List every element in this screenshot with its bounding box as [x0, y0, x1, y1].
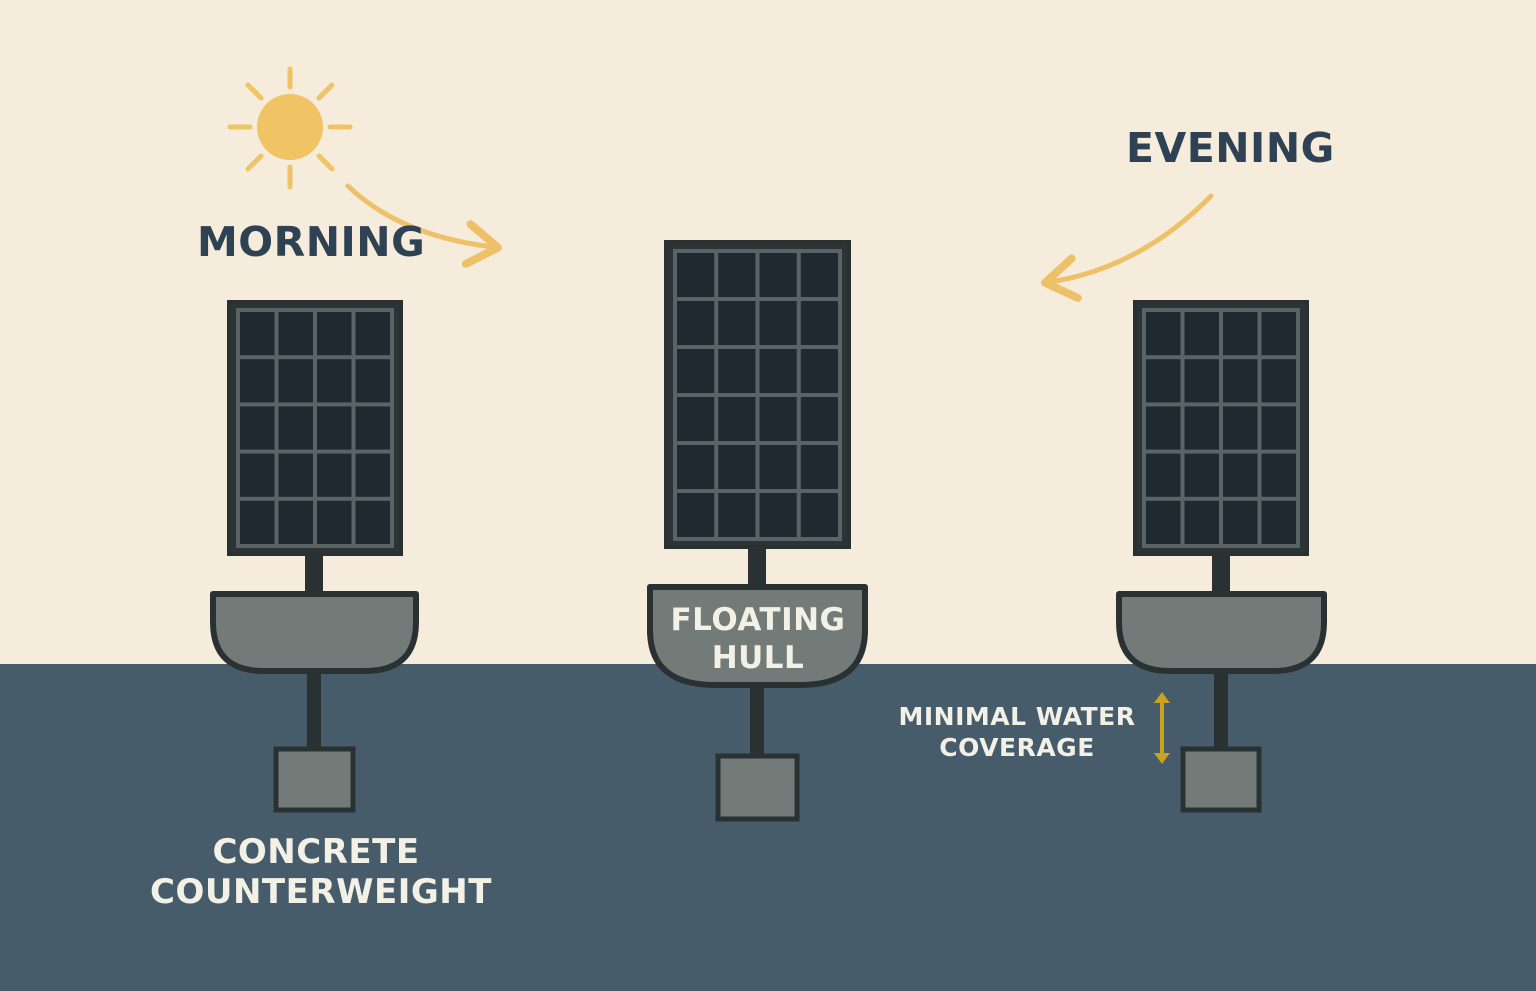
solar-cell: [317, 453, 352, 497]
solar-cell: [1184, 500, 1219, 544]
solar-cell: [1146, 359, 1181, 403]
solar-cell: [1223, 453, 1258, 497]
solar-cell: [355, 312, 390, 356]
evening-label: EVENING: [1126, 124, 1335, 172]
solar-cell: [278, 312, 313, 356]
minimal-water-coverage-label: MINIMAL WATER COVERAGE: [893, 701, 1141, 763]
solar-cell: [677, 445, 715, 489]
solar-cell: [800, 301, 838, 345]
solar-cell: [1261, 406, 1296, 450]
solar-cell: [1223, 406, 1258, 450]
solar-cell: [1184, 406, 1219, 450]
solar-cell: [800, 493, 838, 537]
solar-panel: [664, 240, 851, 549]
solar-cell: [800, 253, 838, 297]
double-arrow-vertical-icon: [1154, 692, 1170, 764]
solar-cell: [1223, 359, 1258, 403]
solar-cell: [240, 500, 275, 544]
solar-cell: [1223, 500, 1258, 544]
float-hull: [210, 591, 419, 674]
solar-cell: [759, 349, 797, 393]
floating-hull-label-line1: FLOATING: [670, 602, 846, 638]
solar-cell: [317, 406, 352, 450]
solar-cell: [1223, 312, 1258, 356]
solar-cell: [1184, 359, 1219, 403]
concrete-counterweight-block: [1180, 746, 1262, 813]
solar-unit-left: [210, 300, 419, 813]
solar-unit-center: [647, 240, 868, 822]
solar-cell: [718, 493, 756, 537]
morning-label: MORNING: [197, 218, 426, 266]
solar-cell: [677, 301, 715, 345]
solar-cell: [1146, 312, 1181, 356]
solar-cell: [800, 397, 838, 441]
panel-mast: [748, 545, 766, 589]
solar-cell: [759, 445, 797, 489]
concrete-counterweight-block: [273, 746, 356, 813]
concrete-counterweight-block: [715, 753, 800, 822]
solar-cell: [718, 253, 756, 297]
solar-cell: [718, 349, 756, 393]
solar-cell: [278, 500, 313, 544]
solar-cell: [677, 349, 715, 393]
water-body: [0, 664, 1536, 991]
solar-cell: [355, 453, 390, 497]
solar-cell: [800, 349, 838, 393]
solar-cell: [718, 445, 756, 489]
solar-cell: [759, 493, 797, 537]
curved-arrow-right-icon: [345, 183, 502, 268]
sun-icon: [227, 66, 353, 190]
concrete-counterweight-label: CONCRETE COUNTERWEIGHT: [150, 832, 492, 912]
solar-panel: [227, 300, 403, 556]
solar-cell: [759, 253, 797, 297]
solar-cell: [718, 397, 756, 441]
solar-cell: [278, 406, 313, 450]
minimal-water-coverage-label-line1: MINIMAL WATER: [898, 702, 1136, 731]
solar-cell: [759, 301, 797, 345]
panel-mast: [305, 552, 323, 596]
solar-cell: [1146, 500, 1181, 544]
solar-cell: [240, 453, 275, 497]
solar-cell: [355, 406, 390, 450]
solar-cell: [1261, 500, 1296, 544]
solar-cell: [718, 301, 756, 345]
floating-hull-label: FLOATING HULL: [647, 601, 869, 677]
solar-cell: [1184, 312, 1219, 356]
solar-cell: [677, 397, 715, 441]
float-hull: [1116, 591, 1327, 674]
solar-cell: [1146, 406, 1181, 450]
curved-arrow-left-icon: [1041, 193, 1214, 302]
solar-cell: [278, 453, 313, 497]
solar-cell: [1261, 312, 1296, 356]
solar-cell: [1261, 359, 1296, 403]
floating-hull-label-line2: HULL: [711, 640, 805, 676]
solar-cell: [1146, 453, 1181, 497]
concrete-counterweight-label-line2: COUNTERWEIGHT: [150, 872, 492, 912]
solar-cell: [278, 359, 313, 403]
solar-cell: [355, 359, 390, 403]
solar-cell: [317, 359, 352, 403]
solar-cell: [800, 445, 838, 489]
solar-cell: [240, 312, 275, 356]
solar-cell: [677, 493, 715, 537]
floating-hull: [647, 584, 868, 688]
concrete-counterweight-label-line1: CONCRETE: [212, 832, 420, 872]
solar-cell: [677, 253, 715, 297]
solar-cell: [1184, 453, 1219, 497]
solar-cell: [1261, 453, 1296, 497]
solar-cell: [240, 406, 275, 450]
solar-cell: [759, 397, 797, 441]
solar-panel: [1133, 300, 1309, 556]
solar-unit-right: [1116, 300, 1327, 813]
solar-cell: [355, 500, 390, 544]
solar-cell: [317, 500, 352, 544]
minimal-water-coverage-label-line2: COVERAGE: [939, 733, 1095, 762]
solar-cell: [240, 359, 275, 403]
panel-mast: [1212, 552, 1230, 596]
solar-cell: [317, 312, 352, 356]
